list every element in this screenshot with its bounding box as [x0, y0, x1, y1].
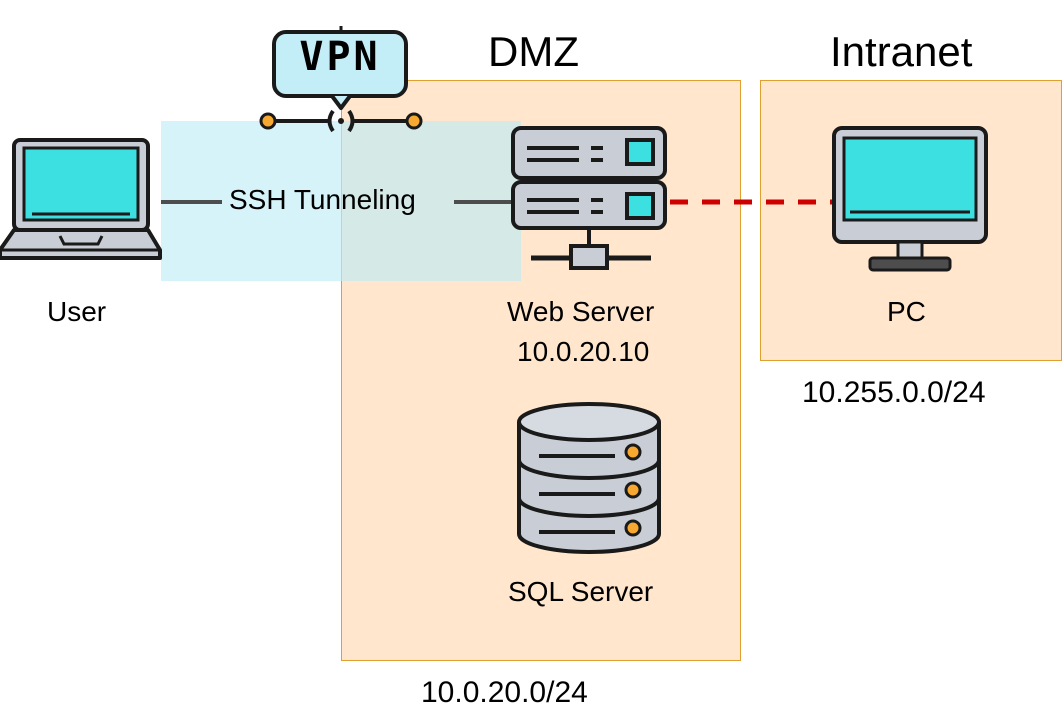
intranet-title: Intranet — [830, 28, 973, 75]
intranet-subnet: 10.255.0.0/24 — [802, 376, 986, 409]
web-server-ip: 10.0.20.10 — [517, 336, 650, 367]
dmz-title: DMZ — [488, 28, 579, 75]
database-icon — [517, 402, 661, 554]
sql-server-label: SQL Server — [508, 576, 654, 607]
dmz-subnet: 10.0.20.0/24 — [421, 676, 588, 709]
monitor-icon — [832, 126, 988, 272]
vpn-badge-icon — [259, 26, 423, 133]
laptop-icon — [0, 138, 162, 260]
ssh-tunnel-label: SSH Tunneling — [229, 184, 416, 215]
user-label: User — [47, 296, 107, 327]
pc-label: PC — [887, 296, 926, 327]
web-server-label: Web Server — [507, 296, 655, 327]
web-server-icon — [511, 126, 667, 270]
vpn-badge-label: VPN — [299, 34, 381, 80]
